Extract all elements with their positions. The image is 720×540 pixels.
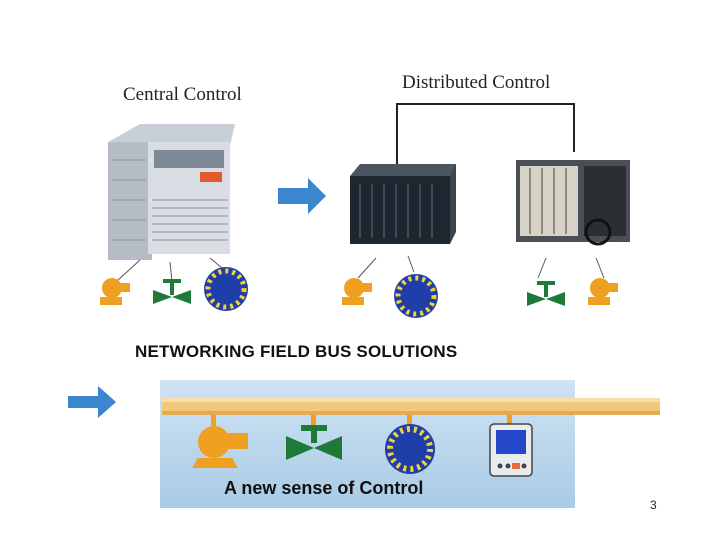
motor-icon xyxy=(192,426,248,468)
arrow-right-icon xyxy=(278,178,326,214)
distributed-link-line xyxy=(396,103,575,165)
motor-icon xyxy=(588,278,618,305)
valve-icon xyxy=(527,281,565,306)
central-control-title: Central Control xyxy=(123,84,242,105)
distributed-control-title: Distributed Control xyxy=(402,72,551,93)
page-number: 3 xyxy=(650,498,657,512)
fieldbus-caption: A new sense of Control xyxy=(224,478,424,498)
valve-icon xyxy=(153,279,191,304)
fan-icon xyxy=(394,274,438,318)
motor-icon xyxy=(100,278,130,305)
fan-icon xyxy=(385,424,435,474)
arrow-right-icon xyxy=(68,386,116,418)
motor-icon xyxy=(342,278,372,305)
plc-icon xyxy=(516,160,630,246)
rack-controller-icon xyxy=(350,164,456,244)
fieldbus-heading: NETWORKING FIELD BUS SOLUTIONS xyxy=(135,342,458,361)
display-module-icon xyxy=(489,423,533,477)
fieldbus-pipe xyxy=(162,398,660,415)
valve-icon xyxy=(286,425,342,460)
cabinet-icon xyxy=(108,124,235,260)
fan-icon xyxy=(204,267,248,311)
